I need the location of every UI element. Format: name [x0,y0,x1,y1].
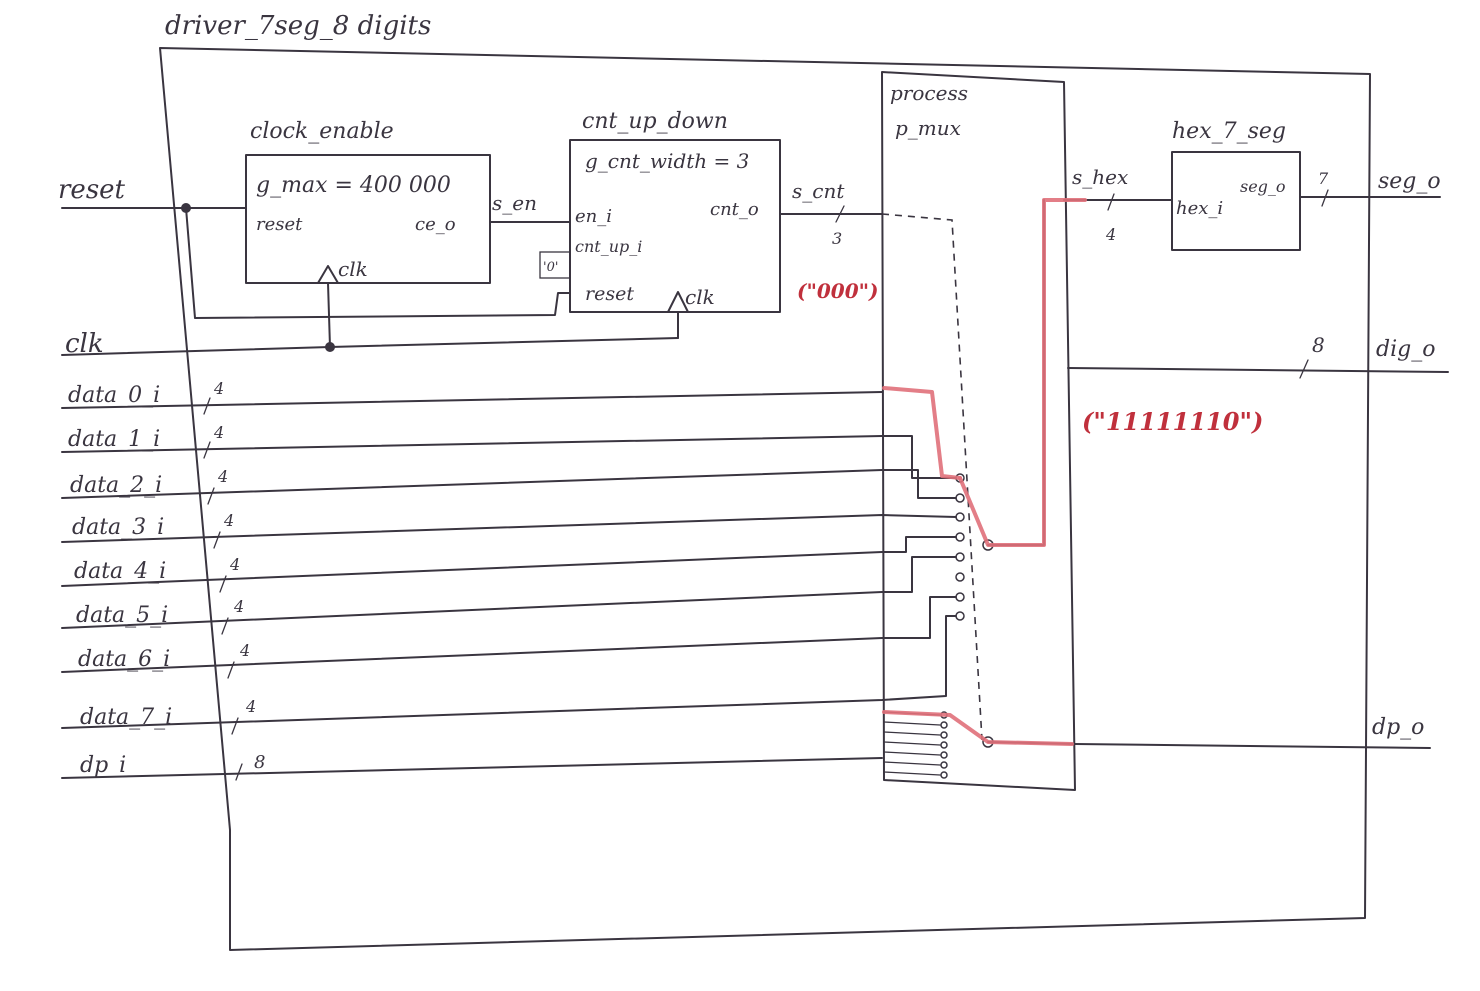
input-data-0-label: data_0_i [68,383,160,408]
bus-slash-seg-o [1321,189,1329,207]
bus-slash-data-0 [203,397,211,415]
clock-enable-title: clock_enable [250,119,394,144]
constant-zero-box [539,251,571,279]
mux-contacts [940,473,994,779]
input-data-0-width: 4 [213,379,224,398]
hex-7seg-title: hex_7_seg [1172,119,1286,144]
seg-o-width: 7 [1318,169,1329,188]
wire-data-3 [61,514,957,543]
entity-boundary [159,47,1371,951]
clock-enable-block [245,154,491,284]
bus-slash-data-2 [207,487,215,505]
process-name: p_mux [895,116,961,140]
dig-o-width: 8 [1312,333,1325,357]
highlight-data-0-path [882,386,962,480]
hex-7seg-port-hex-i: hex_i [1176,198,1223,219]
wire-dig-o [1067,367,1449,373]
signal-s-hex-width: 4 [1105,225,1116,244]
bus-slash-data-7 [231,717,239,735]
wire-data-0 [61,391,883,409]
input-data-2-width: 4 [217,467,228,486]
cnt-up-down-port-cnt-o: cnt_o [710,199,759,220]
mux-select-dashed [881,213,983,741]
wire-mux-hex-out [987,199,1045,546]
signal-s-cnt-width: 3 [832,229,842,248]
highlight-dp-path [882,710,1074,746]
wire-clk-to-clock-enable [327,282,331,348]
bus-slash-data-5 [221,617,229,635]
input-data-1-width: 4 [213,423,224,442]
wire-data-4 [61,536,957,587]
output-dp-o-label: dp_o [1372,715,1424,740]
dig-o-value: ("11111110") [1082,407,1263,436]
signal-s-hex-label: s_hex [1072,165,1128,189]
input-dp-width: 8 [254,752,265,773]
hex-7seg-block [1171,151,1301,251]
input-data-3-width: 4 [223,511,234,530]
output-seg-o-label: seg_o [1378,169,1441,194]
bus-slash-dig-o [1299,359,1309,379]
wire-data-7 [61,615,957,729]
wire-dp [61,757,883,779]
input-reset-label: reset [58,175,126,205]
input-data-7-width: 4 [245,697,256,716]
clock-enable-clk-marker [317,265,339,284]
dp-bit-lines [883,711,941,776]
cnt-up-down-port-en-i: en_i [575,206,612,227]
bus-slash-s-hex [1107,193,1115,211]
input-data-3-label: data_3_i [72,515,164,540]
clock-enable-generic: g_max = 400 000 [256,173,451,198]
bus-slash-s-cnt [835,205,845,223]
constant-zero-label: '0' [543,260,558,275]
cnt-up-down-generic: g_cnt_width = 3 [585,149,749,173]
cnt-up-down-port-cnt-up-i: cnt_up_i [575,237,642,256]
input-data-2-label: data_2_i [70,473,162,498]
input-data-1-label: data_1_i [68,427,160,452]
bus-slash-data-1 [203,441,211,459]
process-block [881,71,1076,791]
hex-7seg-port-seg-o: seg_o [1240,177,1286,196]
clock-enable-port-ce-o: ce_o [415,214,456,235]
input-data-4-label: data_4_i [74,559,166,584]
bus-slash-data-6 [227,661,235,679]
cnt-up-down-port-reset: reset [585,283,634,305]
input-data-6-width: 4 [239,641,250,660]
wire-data-6 [61,596,957,673]
input-dp-label: dp_i [80,753,126,778]
bus-slash-data-4 [219,575,227,593]
cnt-up-down-title: cnt_up_down [582,109,728,134]
wire-data-5 [61,556,957,629]
cnt-up-down-clk-marker [667,291,689,313]
wire-reset-to-counter [185,207,571,319]
input-data-4-width: 4 [229,555,240,574]
signal-s-cnt-value: ("000") [797,279,879,303]
bus-slash-data-3 [213,531,221,549]
diagram-title: driver_7seg_8 digits [165,11,431,41]
bus-slash-dp [235,763,243,781]
wire-data-2 [61,469,957,499]
output-dig-o-label: dig_o [1376,337,1435,362]
highlight-hex-path [958,198,1087,547]
input-data-5-width: 4 [233,597,244,616]
wire-clk [61,337,679,356]
clock-enable-port-clk: clk [338,257,368,281]
signal-s-cnt-label: s_cnt [792,179,845,203]
process-title: process [890,81,968,105]
cnt-up-down-port-clk: clk [685,285,715,309]
wire-data-1 [61,435,957,479]
signal-s-en-label: s_en [492,191,537,215]
cnt-up-down-block [569,139,781,313]
clock-enable-port-reset: reset [256,214,303,235]
